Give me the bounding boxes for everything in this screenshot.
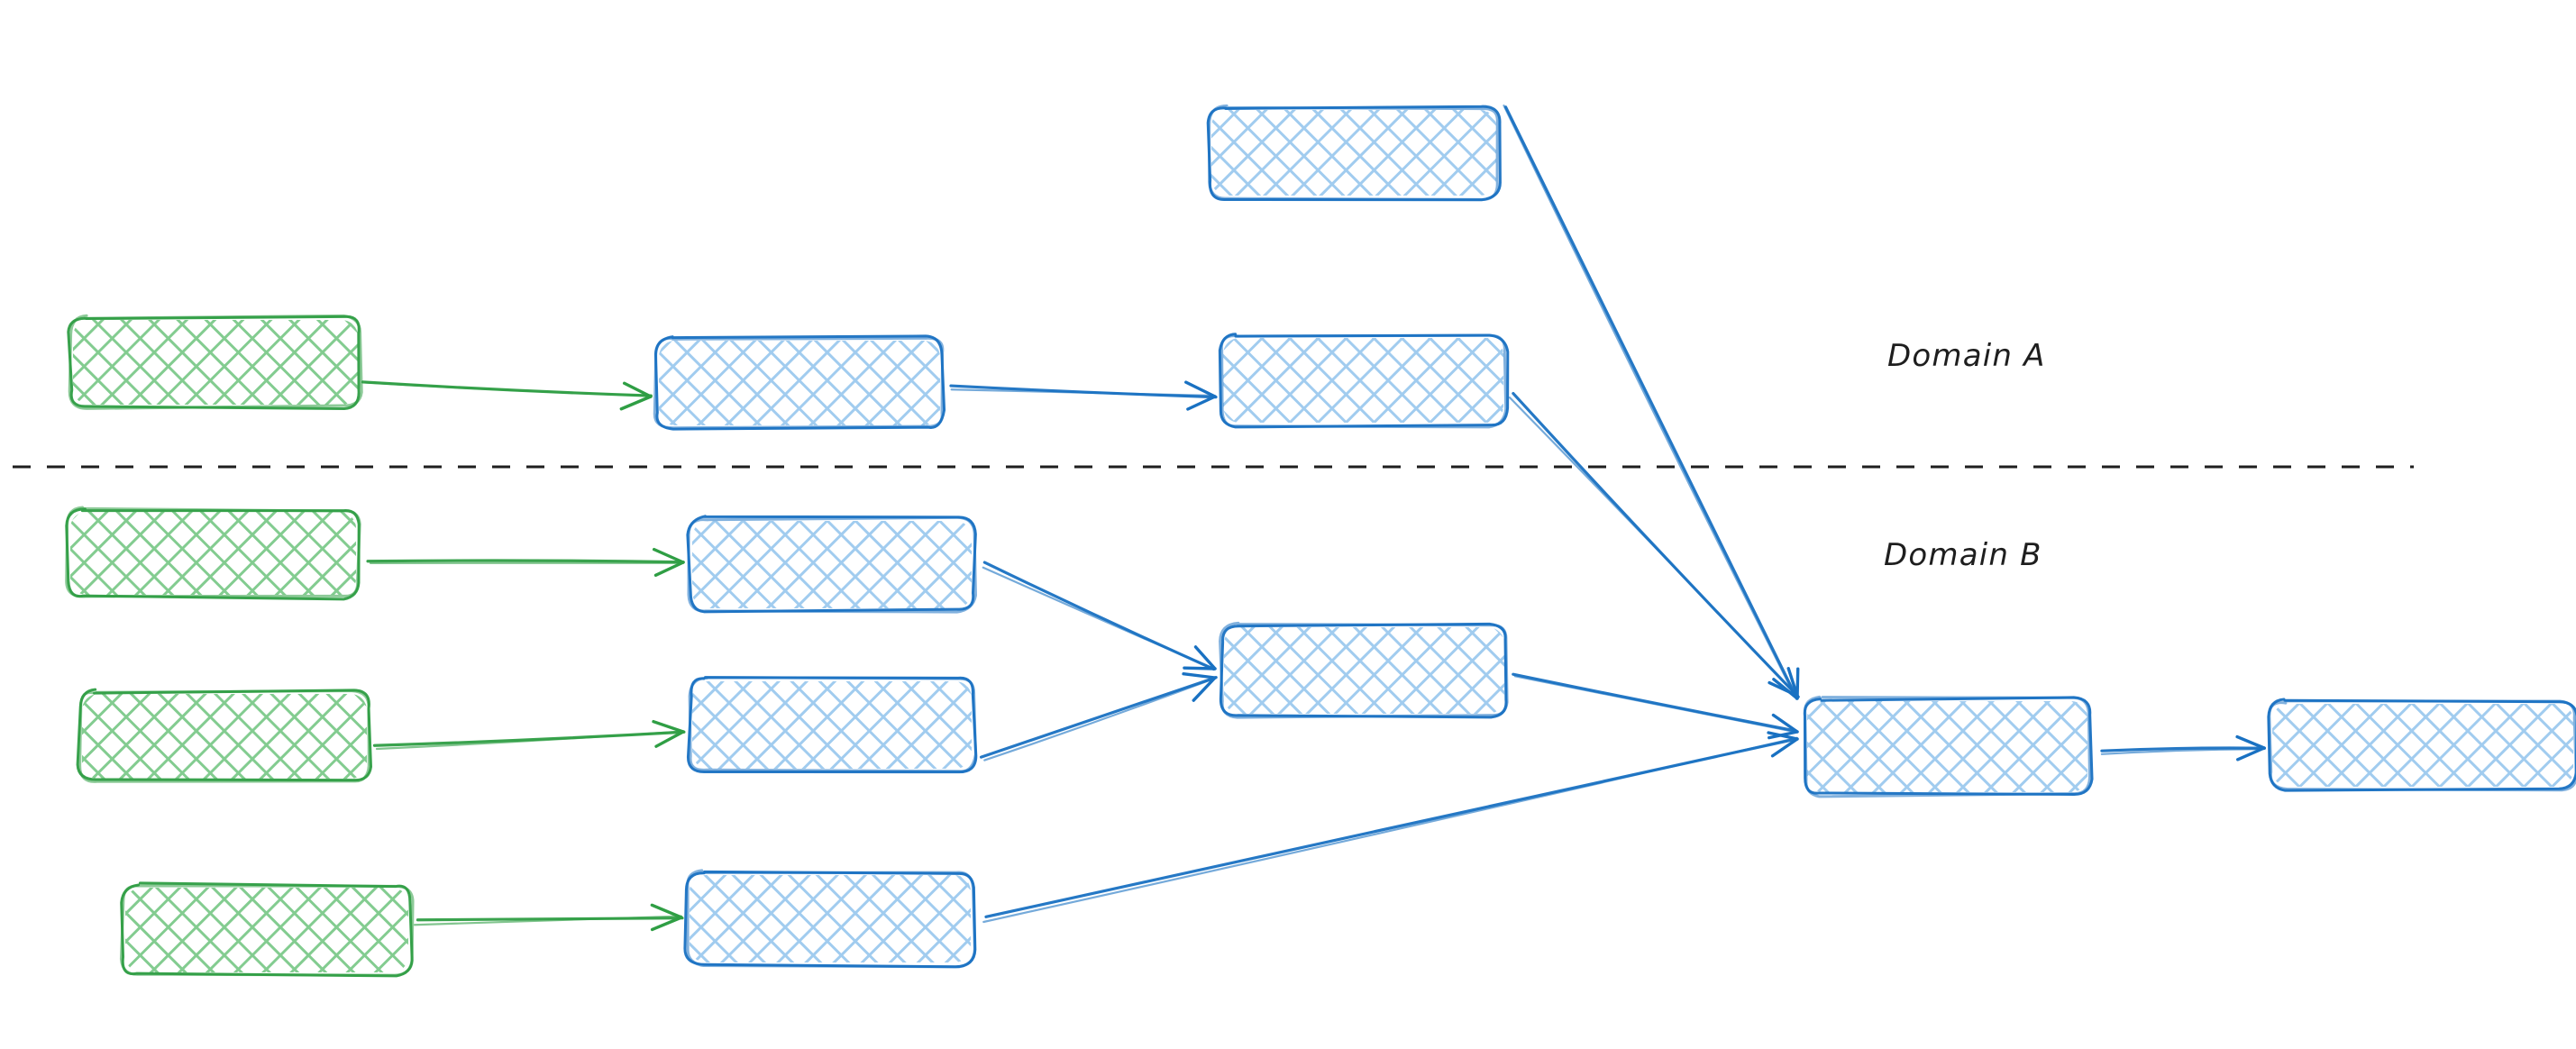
edge-b-sink-to-b-final[interactable] (2100, 734, 2267, 762)
edge-b-src2-to-b-proc2[interactable] (372, 719, 686, 751)
edge-b-proc3-to-b-sink[interactable] (982, 731, 1799, 924)
domain-b-sink-node[interactable] (1803, 695, 2094, 798)
edge-a-out-to-b-sink[interactable] (1508, 391, 1800, 698)
domain-b-process-node-3-hitbox[interactable] (687, 872, 973, 965)
domain-a-label: Domain A (1887, 338, 2046, 374)
edge-b-src1-to-b-proc1[interactable] (366, 547, 685, 578)
domain-b-source-node-2[interactable] (76, 688, 373, 783)
edge-b-mid-to-b-sink[interactable] (1512, 672, 1799, 740)
domain-a-source-node[interactable] (67, 314, 363, 411)
domain-b-source-node-1[interactable] (65, 506, 361, 601)
edge-a-top-to-b-sink[interactable] (1503, 105, 1800, 700)
domain-b-source-node-3[interactable] (119, 881, 415, 978)
domain-b-aggregate-node[interactable] (1219, 621, 1509, 719)
domain-b-sink-node-hitbox[interactable] (1804, 698, 2090, 795)
domain-b-process-node-1[interactable] (686, 515, 977, 614)
domain-b-source-node-1-hitbox[interactable] (68, 509, 359, 597)
edge-layer (361, 105, 2267, 932)
edge-a-src-to-a-proc[interactable] (361, 380, 653, 411)
domain-b-process-node-2-hitbox[interactable] (690, 679, 974, 771)
domain-b-process-node-2[interactable] (686, 675, 978, 774)
domain-b-process-node-3[interactable] (683, 869, 977, 969)
domain-a-output-node-hitbox[interactable] (1220, 335, 1506, 425)
domain-a-output-node[interactable] (1218, 333, 1510, 429)
edge-b-proc2-to-b-mid[interactable] (979, 671, 1218, 762)
domain-b-source-node-3-hitbox[interactable] (123, 885, 411, 975)
domain-b-label: Domain B (1884, 537, 2042, 573)
domain-a-process-node[interactable] (653, 334, 946, 431)
edge-a-proc-to-a-out[interactable] (949, 380, 1218, 411)
domain-a-top-node-hitbox[interactable] (1209, 107, 1499, 198)
domain-a-source-node-hitbox[interactable] (70, 317, 361, 407)
node-layer (65, 104, 2576, 978)
domain-a-process-node-hitbox[interactable] (656, 338, 943, 428)
domain-b-process-node-1-hitbox[interactable] (690, 518, 974, 611)
edge-b-proc1-to-b-mid[interactable] (982, 561, 1217, 671)
edge-b-src3-to-b-proc3[interactable] (413, 903, 684, 932)
domain-b-aggregate-node-hitbox[interactable] (1221, 625, 1507, 716)
domain-b-final-node[interactable] (2267, 698, 2576, 792)
domain-b-final-node-hitbox[interactable] (2270, 701, 2576, 789)
domain-a-top-node[interactable] (1206, 104, 1502, 202)
domain-b-source-node-2-hitbox[interactable] (79, 691, 370, 781)
